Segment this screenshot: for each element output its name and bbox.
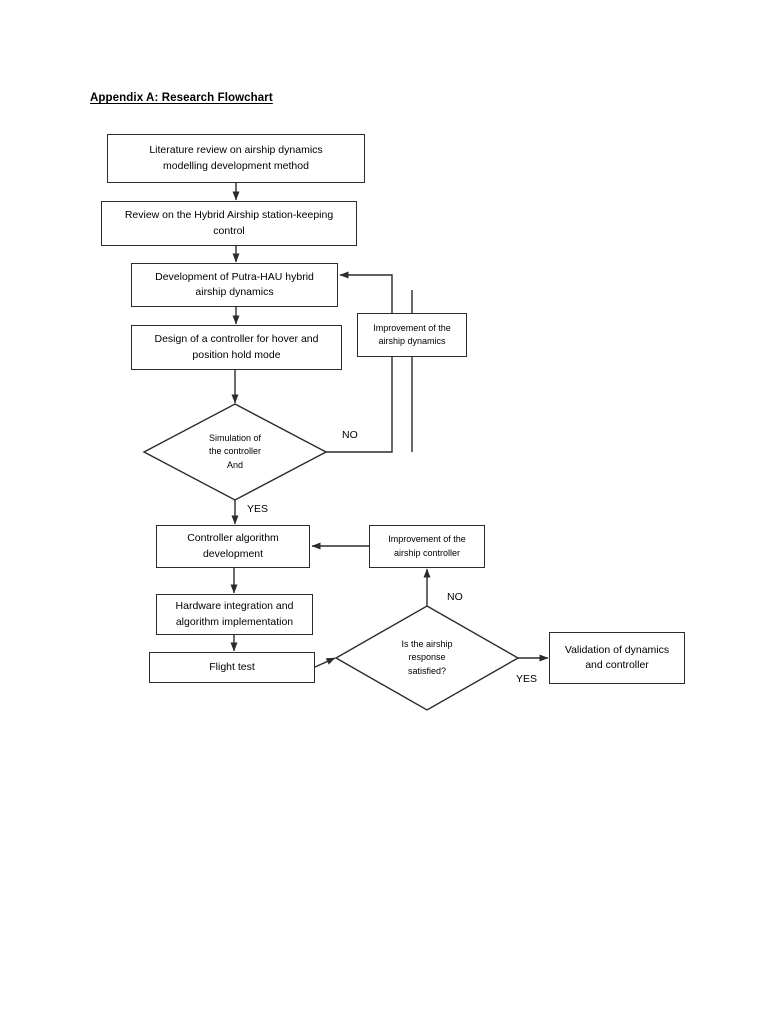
node-literature-review-label: Literature review on airship dynamics mo… xyxy=(149,144,323,172)
node-flight-test: Flight test xyxy=(149,652,315,683)
node-development-putra-hau-label: Development of Putra-HAU hybrid airship … xyxy=(155,270,314,298)
edge-label-yes-response: YES xyxy=(516,673,538,685)
node-flight-test-label: Flight test xyxy=(209,660,255,673)
node-hardware-integration-label: Hardware integration and algorithm imple… xyxy=(175,600,294,628)
node-review-station-keeping: Review on the Hybrid Airship station-kee… xyxy=(101,201,357,246)
node-review-station-keeping-label: Review on the Hybrid Airship station-kee… xyxy=(124,209,334,237)
node-hardware-integration: Hardware integration and algorithm imple… xyxy=(156,594,313,635)
response-decision-outline xyxy=(334,605,520,711)
edge-label-yes-simulation: YES xyxy=(247,503,269,515)
node-literature-review: Literature review on airship dynamics mo… xyxy=(107,134,365,183)
edge-flight-to-response xyxy=(314,657,336,668)
node-design-controller: Design of a controller for hover and pos… xyxy=(131,325,342,370)
node-simulation-decision-label: Simulation of the controller And xyxy=(208,432,262,470)
node-controller-algorithm: Controller algorithm development xyxy=(156,525,310,568)
edge-label-no-response: NO xyxy=(447,591,463,603)
node-design-controller-label: Design of a controller for hover and pos… xyxy=(154,333,319,361)
node-controller-algorithm-label: Controller algorithm development xyxy=(187,532,279,560)
node-response-decision: Is the airship response satisfied? xyxy=(336,606,518,710)
edge-label-no-simulation: NO xyxy=(342,429,358,441)
node-improvement-airship-controller: Improvement of the airship controller xyxy=(369,525,485,568)
page-title: Appendix A: Research Flowchart xyxy=(90,92,273,104)
edge-simulation-no-to-development xyxy=(326,271,393,453)
node-response-decision-label: Is the airship response satisfied? xyxy=(401,638,453,676)
node-validation-label: Validation of dynamics and controller xyxy=(564,643,670,671)
node-improvement-airship-dynamics: Improvement of the airship dynamics xyxy=(357,313,467,357)
simulation-decision-outline xyxy=(142,403,328,501)
node-improvement-airship-controller-label: Improvement of the airship controller xyxy=(388,534,466,558)
node-improvement-airship-dynamics-label: Improvement of the airship dynamics xyxy=(373,322,451,346)
node-validation: Validation of dynamics and controller xyxy=(549,632,685,684)
node-simulation-decision: Simulation of the controller And xyxy=(144,404,326,500)
node-development-putra-hau: Development of Putra-HAU hybrid airship … xyxy=(131,263,338,307)
